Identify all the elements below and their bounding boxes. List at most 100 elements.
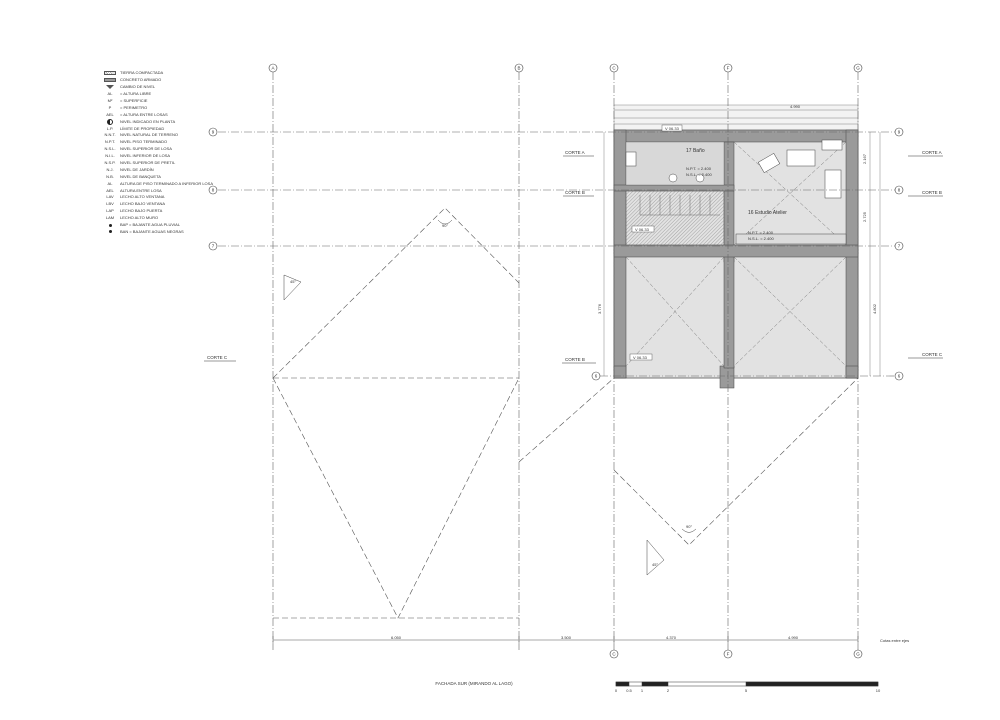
section-label-b-right: CORTE B <box>922 190 942 195</box>
grid-lines <box>218 72 896 650</box>
stair-treads <box>639 195 720 216</box>
scale-tick-1: 0.5 <box>626 688 632 693</box>
legend-row: AL ALTURA DE PISO TERMINADO A INFERIOR LO… <box>100 180 240 187</box>
level-tags: V 06.33 V 06.33 V 06.33 <box>629 124 683 361</box>
grid-col-f-bottom: F <box>727 652 730 657</box>
legend-label: LÍMITE DE PROPIEDAD <box>120 125 165 131</box>
drawing-title: FACHADA SUR (MIRANDO AL LAGO) <box>435 681 513 686</box>
legend-label: = ALTURA LIBRE <box>120 91 152 97</box>
scale-bar <box>615 681 879 687</box>
legend-row: NIVEL INDICADO EN PLANTA <box>100 118 240 125</box>
room-nsl-estudio: N.S.L. = 2.400 <box>748 236 774 241</box>
level-tag-a: V 06.33 <box>635 227 650 232</box>
legend-row: N.P.T. NIVEL PISO TERMINADO <box>100 139 240 146</box>
legend-label: CAMBIO DE NIVEL <box>120 84 156 90</box>
legend-key: LAM <box>105 215 115 221</box>
room-npt-estudio: N.P.T. = 2.400 <box>748 230 774 235</box>
grid-row-8: 8 <box>212 188 215 193</box>
legend-label: ALTURA ENTRE LOSA <box>120 187 162 193</box>
scale-tick-0: 0 <box>615 688 618 693</box>
legend-label: NIVEL PISO TERMINADO <box>120 139 168 145</box>
legend-label: NIVEL NATURAL DE TERRENO <box>120 132 179 138</box>
section-label-b-bottom: CORTE B <box>565 357 585 362</box>
legend-row: BAN = BAJANTE AGUAS NEGRAS <box>100 228 240 235</box>
angle-labels: 90° 90° 45° 45° <box>290 223 692 567</box>
legend-key: P <box>108 104 112 110</box>
legend-row: AEL ALTURA ENTRE LOSA <box>100 187 240 194</box>
legend-key: AEL <box>106 187 114 193</box>
legend-row: N.S.L.NIVEL SUPERIOR DE LOSA <box>100 146 240 153</box>
dim-bottom-2: 3.500 <box>561 635 572 640</box>
legend-key: N.S.P. <box>104 160 116 166</box>
scale-tick-5: 10 <box>876 688 881 693</box>
legend-key <box>100 118 120 125</box>
dim-top-total: 4.990 <box>790 104 801 109</box>
grid-row-6: 6 <box>595 374 598 379</box>
legend-label: = PERIMETRO <box>120 104 148 110</box>
legend-label: NIVEL DE JARDÍN <box>120 166 154 172</box>
hatch-area-stair <box>625 190 725 246</box>
angle-label-d: 45° <box>652 562 658 567</box>
legend-row: N.S.P.NIVEL SUPERIOR DE PRETIL <box>100 160 240 167</box>
legend-key: LAP <box>106 208 114 214</box>
scale-tick-3: 2 <box>667 688 670 693</box>
legend-key: N.N.T. <box>104 132 116 138</box>
grid-bubbles <box>208 63 904 659</box>
section-label-c-right: CORTE C <box>922 352 943 357</box>
section-label-a-right: CORTE A <box>922 150 942 155</box>
legend-row: N.B.NIVEL DE BANQUETA <box>100 173 240 180</box>
legend-row: N.N.T. NIVEL NATURAL DE TERRENO <box>100 132 240 139</box>
dim-bottom-4: 4.990 <box>788 635 799 640</box>
scale-tick-2: 1 <box>641 688 644 693</box>
legend-label: LECHO ALTO VENTANA <box>120 194 165 200</box>
upper-strip <box>613 104 859 131</box>
grid-row-8-right: 8 <box>898 188 901 193</box>
legend-label: NIVEL SUPERIOR DE LOSA <box>120 146 172 152</box>
legend-label: CONCRETO ARMADO <box>120 77 162 83</box>
legend-key: N.J. <box>106 166 114 172</box>
angle-markers <box>283 219 697 576</box>
downpipe-dot-icon <box>108 230 112 234</box>
top-dimensions <box>614 109 858 125</box>
legend-label: = ALTURA ENTRE LOSAS <box>120 111 168 117</box>
legend-key: N.P.T. <box>104 139 116 145</box>
legend-row: AEL= ALTURA ENTRE LOSAS <box>100 111 240 118</box>
scale-bar-labels: 0 0.5 1 2 5 10 <box>615 688 881 693</box>
legend-label: = SUPERFICIE <box>120 98 148 103</box>
legend-label: ALTURA DE PISO TERMINADO A INFERIOR LOSA <box>120 180 213 186</box>
dim-left-a: 3.776 <box>597 303 602 314</box>
dim-bottom-3: 4.370 <box>666 635 677 640</box>
legend-key <box>100 78 120 83</box>
room-name-estudio: 16 Estudio Atelier <box>748 210 787 216</box>
grid-row-9-right: 9 <box>898 130 901 135</box>
angle-label-b: 90° <box>686 524 692 529</box>
dim-bottom-note: Cotas entre ejes <box>880 638 909 643</box>
level-change-icon <box>106 85 114 90</box>
section-label-a-left: CORTE A <box>565 150 585 155</box>
grid-col-b: B <box>517 66 520 71</box>
legend-row: M²= SUPERFICIE <box>100 98 240 105</box>
dim-right-c: 4.802 <box>872 303 877 314</box>
room-nsl-bano: N.S.L. = 2.400 <box>686 172 712 177</box>
legend-row: CONCRETO ARMADO <box>100 77 240 84</box>
legend-label: TIERRA COMPACTADA <box>120 70 164 76</box>
grid-col-a: A <box>271 66 274 71</box>
bottom-dim-labels: 6.050 3.500 4.370 4.990 Cotas entre ejes <box>391 635 909 643</box>
roof-outline <box>272 207 859 619</box>
legend-label: NIVEL INFERIOR DE LOSA <box>120 153 171 159</box>
dim-right-b: 2.725 <box>862 211 867 222</box>
room-name-bano: 17 Baño <box>686 148 705 154</box>
legend-key: N.I.L. <box>105 153 115 159</box>
section-labels: CORTE A CORTE B CORTE C CORTE B CORTE A … <box>207 150 943 362</box>
grid-col-g: G <box>856 66 860 71</box>
legend-key <box>100 85 120 90</box>
legend-label: BAP = BAJANTE AGUA PLUVIAL <box>120 222 181 228</box>
legend-key: AL <box>107 180 113 186</box>
dim-right-a: 2.167 <box>862 153 867 164</box>
grid-row-7: 7 <box>212 244 215 249</box>
dim-bottom-1: 6.050 <box>391 635 402 640</box>
grid-col-c-bottom: C <box>612 652 616 657</box>
legend-row: CAMBIO DE NIVEL <box>100 84 240 91</box>
